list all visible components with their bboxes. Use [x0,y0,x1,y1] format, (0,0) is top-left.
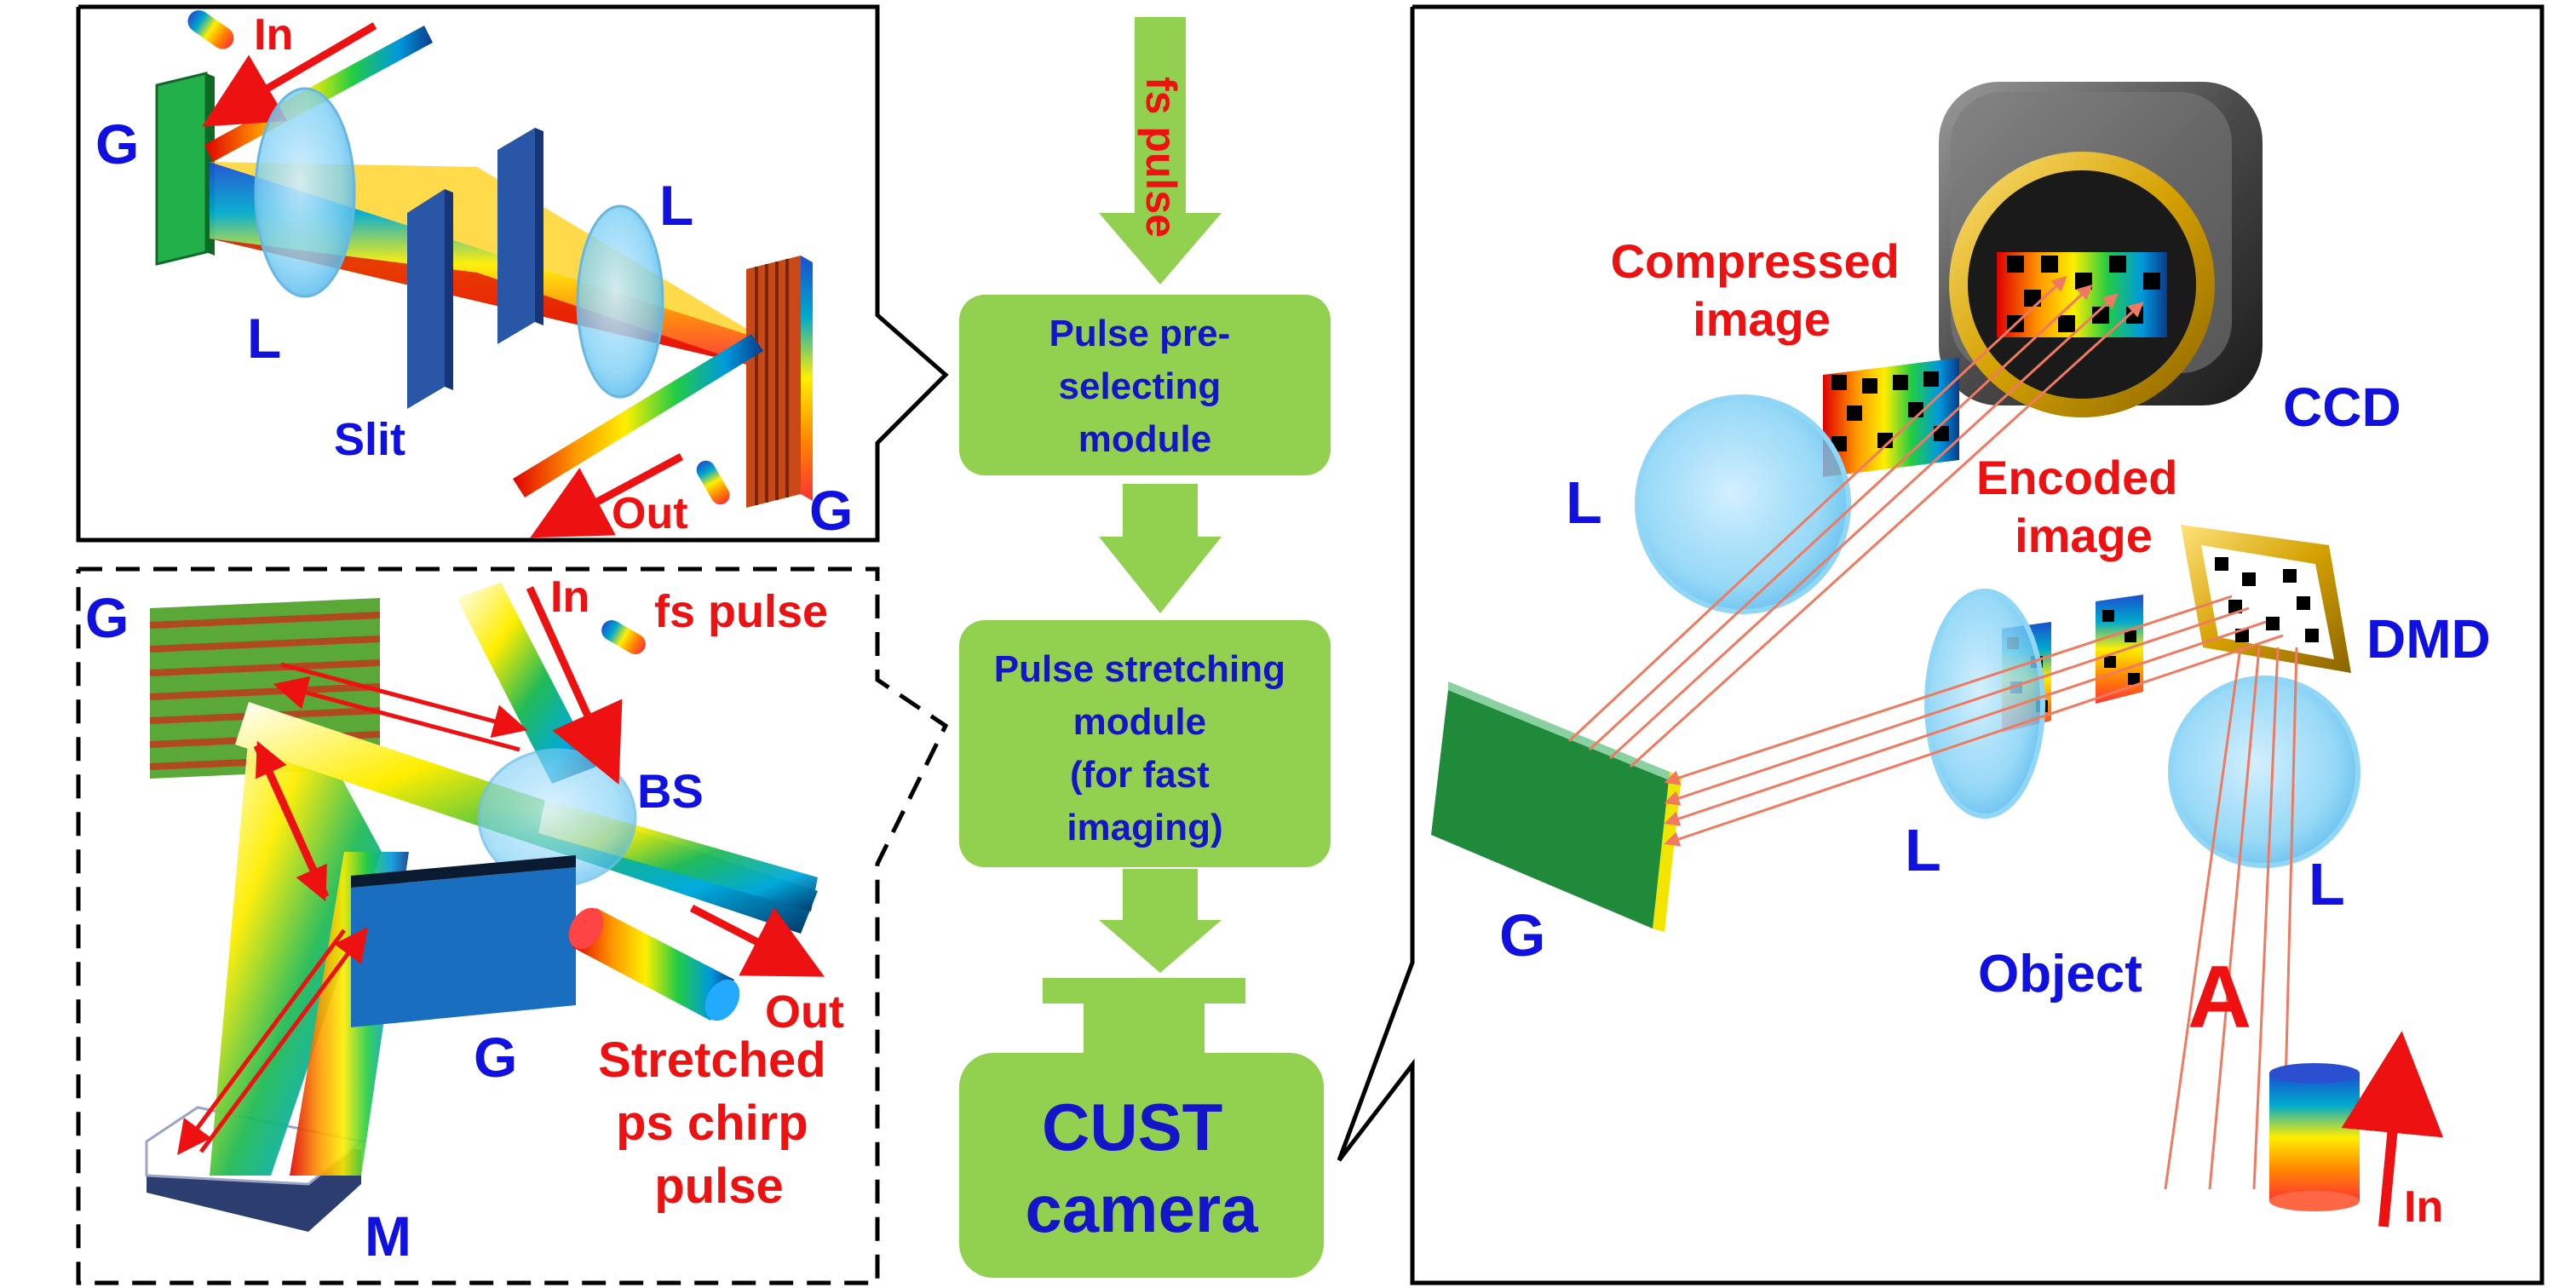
preselect-slit-block-1 [407,189,445,409]
camera-mount-neck [1084,1002,1205,1058]
preselect-output-beam [513,334,763,497]
stretcher-bs-label: BS [637,764,704,818]
stretcher-stretched-line1: Stretched [598,1032,826,1088]
camera-object-label: Object [1978,945,2142,1003]
encoded-label-line1: Encoded [1976,451,2177,504]
preselect-in-label: In [254,10,293,60]
preselect-grating-bottom [746,256,813,508]
box1-line2: selecting [1059,365,1222,407]
svg-text:Pulse pre- selecting: Pulse pre- selecting module [1049,313,1241,460]
preselect-out-label: Out [612,489,688,538]
camera-input-pulse [2269,1063,2360,1211]
preselect-label-slit: Slit [334,414,405,465]
dmd-label: DMD [2366,608,2491,670]
stretcher-fs-pulse-icon [601,620,646,654]
box1-line1: Pulse pre- [1049,313,1231,354]
flow-arrow-2 [1099,484,1222,613]
camera-mount-flange [1043,978,1245,1003]
stretcher-out-label: Out [765,986,844,1038]
box2-line4: imaging) [1067,807,1222,848]
stretcher-label-m: M [365,1205,411,1268]
svg-text:Stretched ps chirp: Stretched ps chirp pulse [598,1032,840,1214]
box3-line1: CUST [1042,1090,1222,1164]
stretcher-beam-to-mirror [210,733,382,1176]
preselect-label-l-left: L [247,307,281,370]
dmd-device [2181,525,2351,673]
box1-line3: module [1078,418,1211,460]
preselect-out-pulse-icon [696,460,730,505]
compressed-image-patch [1823,358,1959,477]
stretcher-callout [76,566,949,1285]
box3-line2: camera [1025,1171,1258,1246]
preselect-grating-top [155,72,208,266]
flow-arrow-3 [1099,869,1222,973]
camera-lens-right-label: L [2309,851,2345,917]
stretcher-panel: G In fs pulse BS Out G Stretched ps chir… [76,566,949,1285]
box2-line3: (for fast [1070,754,1210,796]
camera-lens-right [2168,676,2360,868]
preselect-label-g-top: G [95,112,139,175]
camera-lens-mid-label: L [1905,817,1941,883]
ccd-label: CCD [2283,377,2401,438]
stretcher-fs-pulse-label: fs pulse [654,586,828,637]
encoded-label-line2: image [2015,509,2153,562]
svg-text:Compressed image: Compressed image [1611,234,1913,346]
camera-grating-label: G [1499,902,1545,969]
box2-line1: Pulse stretching [994,648,1285,690]
preselect-lens-right [576,204,664,399]
camera-in-label: In [2404,1182,2443,1232]
cust-camera-box [959,1053,1324,1278]
preselect-slit-block-2 [497,128,535,344]
stretcher-label-g-top: G [85,586,129,649]
fs-pulse-arrow-label: fs pulse [1137,77,1185,238]
camera-object-letter: A [2188,948,2251,1047]
preselect-callout [76,4,949,543]
preselect-label-l-right: L [659,174,693,237]
pulse-stretching-module-box [959,620,1331,867]
box2-line2: module [1073,701,1206,743]
preselect-lens-left [254,87,356,298]
svg-text:Pulse stretching module: Pulse stretching module (for fast imagin… [994,648,1297,848]
center-flow: fs pulse Pulse pre- selecting module Pul… [959,17,1331,1278]
stretcher-grating-bottom [351,855,576,1027]
stretcher-in-label: In [550,572,589,622]
camera-grating [1431,681,1682,932]
stretcher-label-g-bottom: G [474,1026,517,1089]
preselect-label-g-bottom: G [809,479,853,542]
stretcher-stretched-line2: ps chirp [616,1095,808,1151]
stretcher-output-pulse [568,907,740,1021]
pulse-preselecting-module-box [959,295,1331,475]
preselect-in-pulse-icon [187,10,234,49]
preselect-panel: In G [76,4,949,543]
encoded-image-patch-2 [2096,595,2143,704]
ccd-camera [1939,82,2263,417]
camera-panel: A Compressed image CCD Encoded image DMD… [1337,4,2544,1285]
camera-lens-top-label: L [1566,469,1602,536]
camera-lens-mid [1924,589,2045,819]
svg-text:CUST camera: CUST camera [1025,1090,1258,1246]
stretcher-stretched-line3: pulse [654,1159,784,1214]
fs-pulse-arrow [1099,17,1222,285]
svg-text:Encoded image: Encoded image [1976,451,2191,562]
compressed-label-line2: image [1693,292,1831,346]
compressed-label-line1: Compressed [1611,234,1900,288]
camera-callout [1337,4,2544,1285]
